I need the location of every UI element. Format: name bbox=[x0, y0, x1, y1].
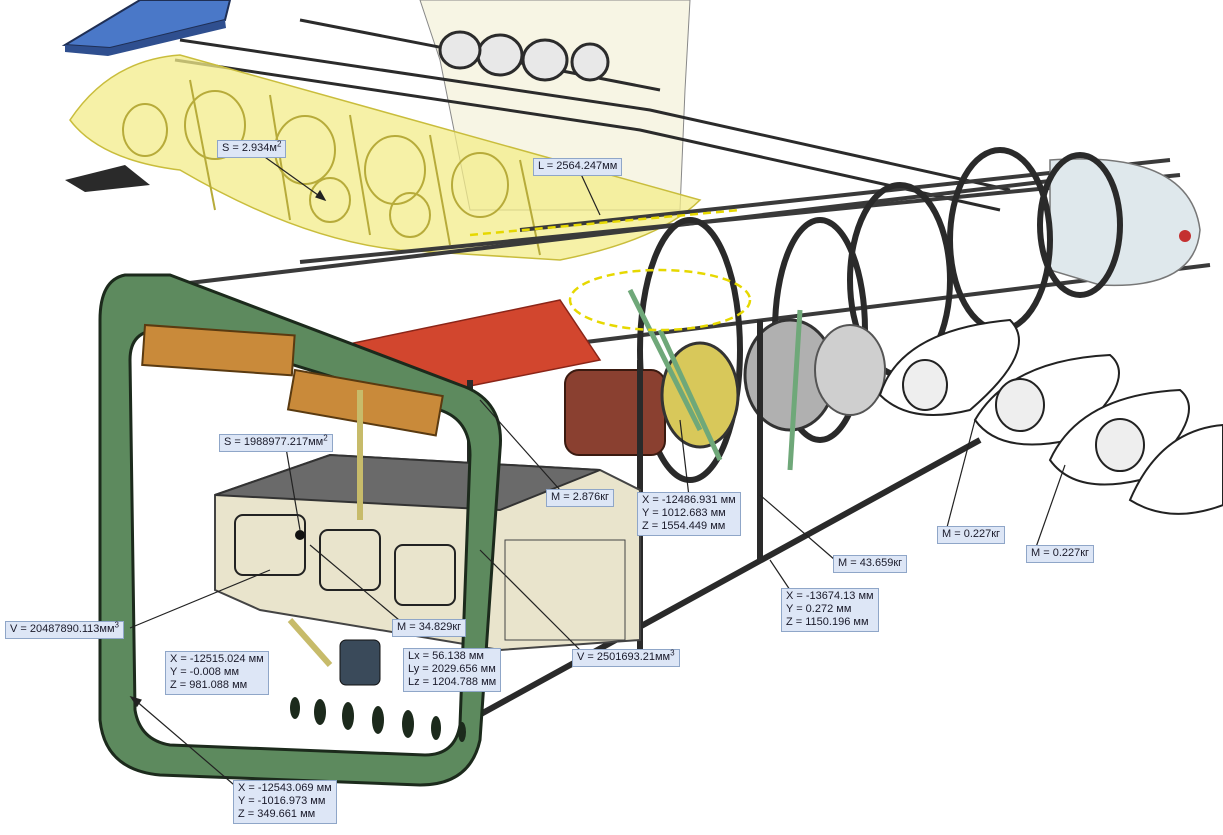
tank-dimensions-label[interactable]: Lx = 56.138 мм Ly = 2029.656 мм Lz = 120… bbox=[403, 648, 502, 692]
fuel-tank bbox=[214, 453, 641, 652]
spar-length-label[interactable]: L = 2564.247мм bbox=[533, 158, 623, 176]
tank-area-label[interactable]: S = 1988977.217мм2 bbox=[219, 434, 333, 452]
tank-coordinates-label[interactable]: X = -12515.024 мм Y = -0.008 мм Z = 981.… bbox=[165, 651, 269, 695]
black-fairing bbox=[65, 165, 150, 192]
green-struts bbox=[627, 288, 803, 471]
blue-surface bbox=[61, 0, 232, 56]
upper-wing-structure bbox=[174, 18, 1011, 212]
rib-mass-label-1[interactable]: M = 0.227кг bbox=[937, 526, 1006, 544]
leader-lines bbox=[129, 149, 1066, 791]
tank-volume-left-label[interactable]: V = 20487890.113мм3 bbox=[5, 621, 124, 639]
fuselage-mass-label[interactable]: M = 43.659кг bbox=[833, 555, 908, 573]
measurement-guides bbox=[469, 208, 752, 332]
rib-mass-label-2[interactable]: M = 0.227кг bbox=[1026, 545, 1095, 563]
canopy-bubble bbox=[1049, 158, 1201, 287]
engine-mass-label[interactable]: M = 2.876кг bbox=[546, 489, 615, 507]
pump-unit bbox=[287, 618, 381, 686]
front-green-frame bbox=[98, 273, 502, 787]
engine-coordinates-label[interactable]: X = -12486.931 мм Y = 1012.683 мм Z = 15… bbox=[637, 492, 741, 536]
wing-area-label[interactable]: S = 2.934м2 bbox=[217, 140, 287, 158]
frame-coordinates-label[interactable]: X = -12543.069 мм Y = -1016.973 мм Z = 3… bbox=[233, 780, 337, 824]
tank-mass-label[interactable]: M = 34.829кг bbox=[392, 619, 467, 637]
center-coordinates-label[interactable]: X = -13674.13 мм Y = 0.272 мм Z = 1150.1… bbox=[781, 588, 879, 632]
tank-volume-right-label[interactable]: V = 2501693.21мм3 bbox=[572, 649, 680, 667]
lower-wing-ribs bbox=[878, 318, 1223, 515]
